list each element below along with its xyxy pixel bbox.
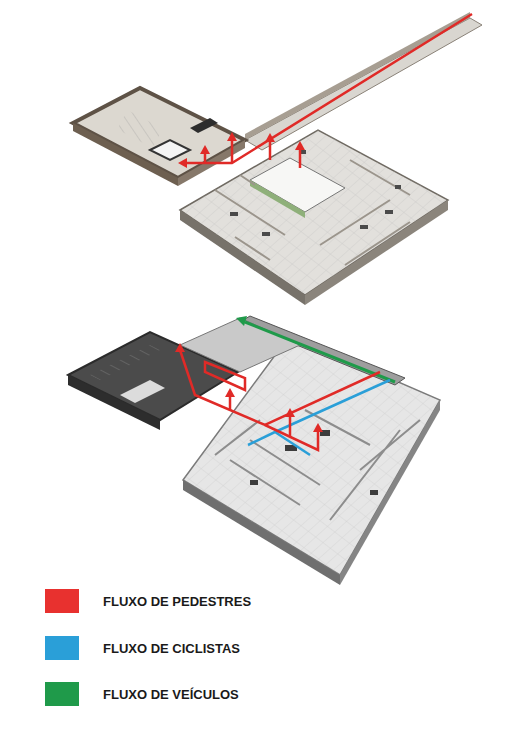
ground-floor (68, 316, 440, 585)
legend-row: FLUXO DE PEDESTRES (45, 588, 251, 614)
legend-row: FLUXO DE VEÍCULOS (45, 681, 239, 707)
legend-swatch (45, 636, 79, 660)
upper-floor (73, 12, 482, 305)
legend-swatch (45, 589, 79, 613)
legend-row: FLUXO DE CICLISTAS (45, 635, 240, 661)
legend-text: FLUXO DE PEDESTRES (103, 594, 251, 609)
legend-swatch (45, 682, 79, 706)
legend-text: FLUXO DE VEÍCULOS (103, 687, 239, 702)
legend-text: FLUXO DE CICLISTAS (103, 641, 240, 656)
